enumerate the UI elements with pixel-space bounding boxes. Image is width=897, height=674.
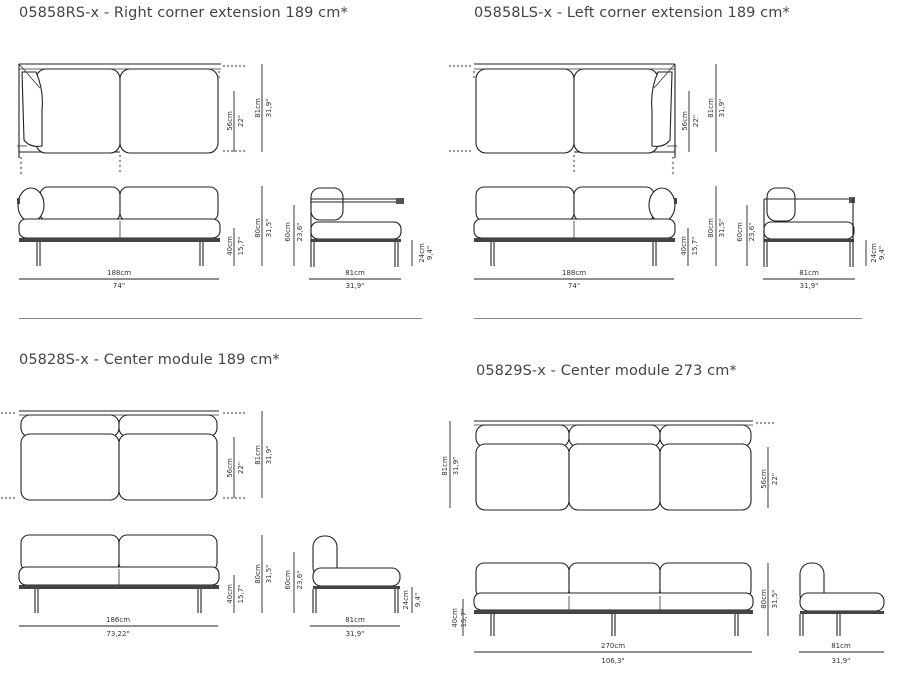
- dim-depth-cm: 56cm: [760, 469, 768, 489]
- dim-seat-in: 15,7": [237, 237, 245, 256]
- dim-side-depth-cm: 81cm: [831, 642, 851, 650]
- top-view-left-corner-dims: 56cm 22" 81cm 31,9": [681, 64, 726, 152]
- dim-arm-in: 23,6": [296, 571, 304, 590]
- side-view-right-corner-dims: 60cm 23,6" 24cm 9,4" 81cm 31,9": [284, 205, 434, 290]
- dim-side-depth-cm: 81cm: [799, 269, 819, 277]
- dim-depth-in: 22": [771, 473, 779, 485]
- top-view-center-189-dims: 56cm 22" 81cm 31,9": [226, 411, 273, 498]
- dim-width-cm: 188cm: [107, 269, 131, 277]
- dim-side-depth-cm: 81cm: [345, 616, 365, 624]
- front-view-right-corner: [17, 186, 221, 266]
- top-view-right-corner-dims: 56cm 22" 81cm 31,9": [226, 64, 273, 152]
- side-view-center-189-dims: 60cm 23,6" 24cm 9,4" 81cm 31,9": [284, 552, 422, 638]
- module-title-center-189: 05828S-x - Center module 189 cm*: [19, 352, 280, 368]
- dim-depth-in: 22": [237, 462, 245, 474]
- dim-leg-in: 9,4": [414, 593, 422, 607]
- side-view-left-corner: [763, 187, 855, 267]
- dim-side-depth-cm: 81cm: [345, 269, 365, 277]
- dim-total-cm: 81cm: [254, 445, 262, 465]
- module-title-left-corner: 05858LS-x - Left corner extension 189 cm…: [474, 5, 790, 21]
- top-view-left-corner-dots: [448, 64, 675, 175]
- section-divider-left: [19, 318, 422, 319]
- dim-seat-cm: 40cm: [226, 584, 234, 604]
- front-view-right-corner-dims: 40cm 15,7" 80cm 31,5" 188cm 74": [19, 186, 273, 290]
- dim-total-in: 31,9": [265, 446, 273, 465]
- side-view-center-189: [312, 535, 401, 613]
- dim-leg-in: 9,4": [878, 246, 886, 260]
- dim-total-in: 31,9": [452, 457, 460, 476]
- dim-seat-in: 15,7": [460, 609, 468, 628]
- top-view-center-189: [19, 410, 219, 501]
- dim-arm-in: 23,6": [296, 223, 304, 242]
- dim-seat-in: 15,7": [237, 585, 245, 604]
- dim-side-depth-in: 31,9": [346, 630, 365, 638]
- dim-depth-cm: 56cm: [681, 111, 689, 131]
- dim-side-depth-in: 31,9": [832, 657, 851, 665]
- front-view-center-189-dims: 40cm 15,7" 80cm 31,5" 186cm 73,22": [19, 535, 273, 638]
- dim-height-cm: 80cm: [707, 218, 715, 238]
- dim-side-depth-in: 31,9": [346, 282, 365, 290]
- top-view-center-273: [474, 420, 753, 511]
- dim-total-cm: 81cm: [254, 98, 262, 118]
- dim-leg-cm: 24cm: [870, 243, 878, 263]
- top-view-center-273-dims: 81cm 31,9" 56cm 22": [441, 421, 779, 508]
- front-view-center-273-dims: 40cm 15,7" 80cm 31,5" 270cm 106,3": [451, 563, 779, 665]
- top-view-center-273-dots: [755, 421, 775, 425]
- top-view-right-corner-dots: [19, 64, 246, 175]
- dim-height-in: 31,5": [718, 219, 726, 238]
- dim-depth-in: 22": [692, 115, 700, 127]
- dim-leg-in: 9,4": [426, 246, 434, 260]
- dim-seat-cm: 40cm: [226, 236, 234, 256]
- dim-height-in: 31,5": [265, 565, 273, 584]
- top-view-left-corner: [474, 63, 677, 158]
- dim-height-in: 31,5": [771, 590, 779, 609]
- front-view-center-273: [473, 562, 754, 636]
- dim-depth-in: 22": [237, 115, 245, 127]
- dim-depth-cm: 56cm: [226, 111, 234, 131]
- dim-total-in: 31,9": [718, 99, 726, 118]
- module-title-right-corner: 05858RS-x - Right corner extension 189 c…: [19, 5, 348, 21]
- dim-total-in: 31,9": [265, 99, 273, 118]
- dim-width-in: 74": [113, 282, 125, 290]
- side-view-right-corner: [310, 187, 404, 267]
- dim-height-cm: 80cm: [254, 218, 262, 238]
- top-view-center-189-dots: [0, 411, 246, 500]
- dim-width-in: 106,3": [601, 657, 624, 665]
- dim-width-cm: 270cm: [601, 642, 625, 650]
- dim-seat-cm: 40cm: [451, 608, 459, 628]
- dim-width-in: 74": [568, 282, 580, 290]
- dim-total-cm: 81cm: [707, 98, 715, 118]
- dim-seat-cm: 40cm: [680, 236, 688, 256]
- dim-height-cm: 80cm: [254, 564, 262, 584]
- dim-depth-cm: 56cm: [226, 458, 234, 478]
- dim-height-in: 31,5": [265, 219, 273, 238]
- top-view-right-corner: [17, 63, 221, 158]
- front-view-center-189: [18, 534, 220, 613]
- dim-arm-in: 23,6": [748, 223, 756, 242]
- dim-width-in: 73,22": [106, 630, 129, 638]
- side-view-left-corner-dims: 60cm 23,6" 24cm 9,4" 81cm 31,9": [736, 205, 886, 290]
- dim-height-cm: 80cm: [760, 589, 768, 609]
- dim-leg-cm: 24cm: [402, 590, 410, 610]
- side-view-center-273-dims: 81cm 31,9": [799, 642, 884, 665]
- dim-width-cm: 188cm: [562, 269, 586, 277]
- dim-side-depth-in: 31,9": [800, 282, 819, 290]
- dim-leg-cm: 24cm: [418, 243, 426, 263]
- section-divider-right: [474, 318, 862, 319]
- side-view-center-273: [799, 562, 885, 636]
- dim-arm-cm: 60cm: [284, 570, 292, 590]
- front-view-left-corner: [473, 186, 677, 266]
- dim-arm-cm: 60cm: [736, 222, 744, 242]
- dim-width-cm: 186cm: [106, 616, 130, 624]
- dim-total-cm: 81cm: [441, 456, 449, 476]
- module-title-center-273: 05829S-x - Center module 273 cm*: [476, 363, 737, 379]
- front-view-left-corner-dims: 40cm 15,7" 80cm 31,5" 188cm 74": [474, 186, 726, 290]
- dim-arm-cm: 60cm: [284, 222, 292, 242]
- dim-seat-in: 15,7": [691, 237, 699, 256]
